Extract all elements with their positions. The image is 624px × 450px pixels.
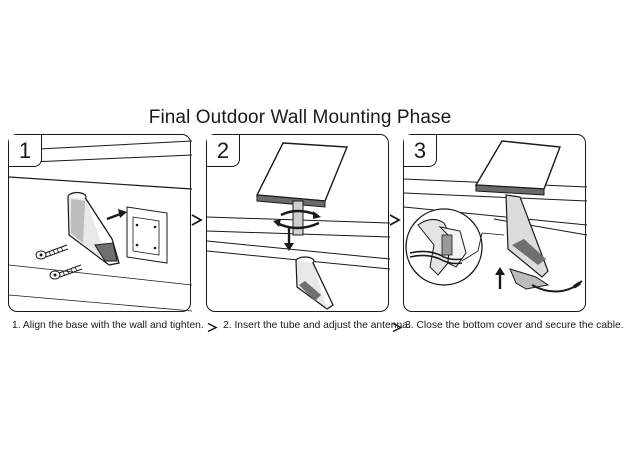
step-panel-2: 2 bbox=[206, 134, 391, 312]
right-arrow-icon bbox=[207, 322, 218, 333]
step-2-illustration bbox=[206, 142, 391, 310]
insert-arrow-icon bbox=[118, 209, 127, 218]
right-arrow-icon bbox=[392, 322, 403, 333]
step-caption-1: 1. Align the base with the wall and tigh… bbox=[12, 320, 204, 331]
step-panel-1: 1 bbox=[8, 134, 193, 312]
diagram-title: Final Outdoor Wall Mounting Phase bbox=[148, 107, 452, 128]
step-caption-3: 3. Close the bottom cover and secure the… bbox=[405, 320, 624, 331]
right-arrow-icon bbox=[389, 214, 401, 226]
step-3-illustration bbox=[403, 140, 588, 293]
step-number-2: 2 bbox=[207, 135, 240, 167]
screw-icon bbox=[35, 244, 69, 260]
step-caption-2: 2. Insert the tube and adjust the antenn… bbox=[223, 320, 411, 331]
right-arrow-icon bbox=[191, 214, 203, 226]
step-number-1: 1 bbox=[9, 135, 42, 167]
step-panel-3: 3 bbox=[403, 134, 588, 312]
step-captions: 1. Align the base with the wall and tigh… bbox=[0, 320, 624, 336]
step-number-3: 3 bbox=[404, 135, 437, 167]
screw-icon bbox=[49, 264, 83, 280]
step-1-illustration bbox=[8, 140, 193, 312]
